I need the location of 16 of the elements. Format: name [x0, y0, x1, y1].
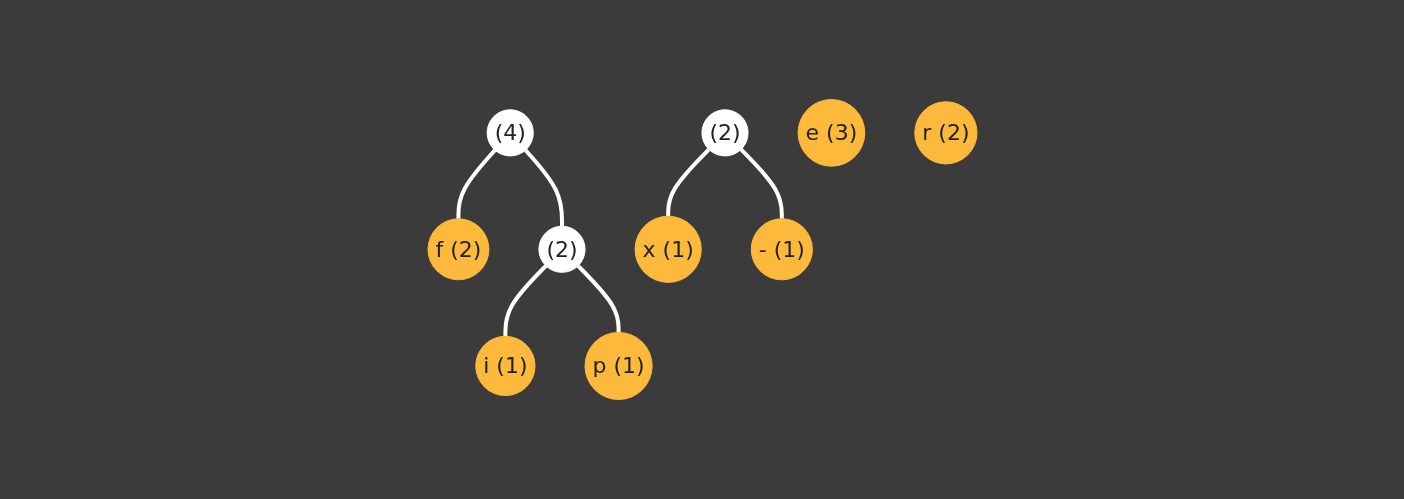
node-circle: i (1)	[474, 335, 536, 397]
node-circle: (2)	[700, 109, 749, 157]
node-circle: (4)	[486, 109, 534, 157]
node-circle: - (1)	[750, 218, 813, 281]
connector	[665, 148, 710, 217]
connector	[739, 148, 784, 219]
connector	[576, 264, 621, 333]
node-circle: r (2)	[913, 101, 977, 165]
connector	[455, 148, 496, 219]
node-circle: p (1)	[584, 331, 653, 400]
node-circle: (2)	[537, 225, 586, 273]
node-circle: e (3)	[797, 99, 865, 167]
connector	[502, 264, 547, 337]
connector	[523, 148, 564, 227]
node-circle: x (1)	[634, 215, 702, 283]
node-circle: f (2)	[427, 218, 489, 281]
